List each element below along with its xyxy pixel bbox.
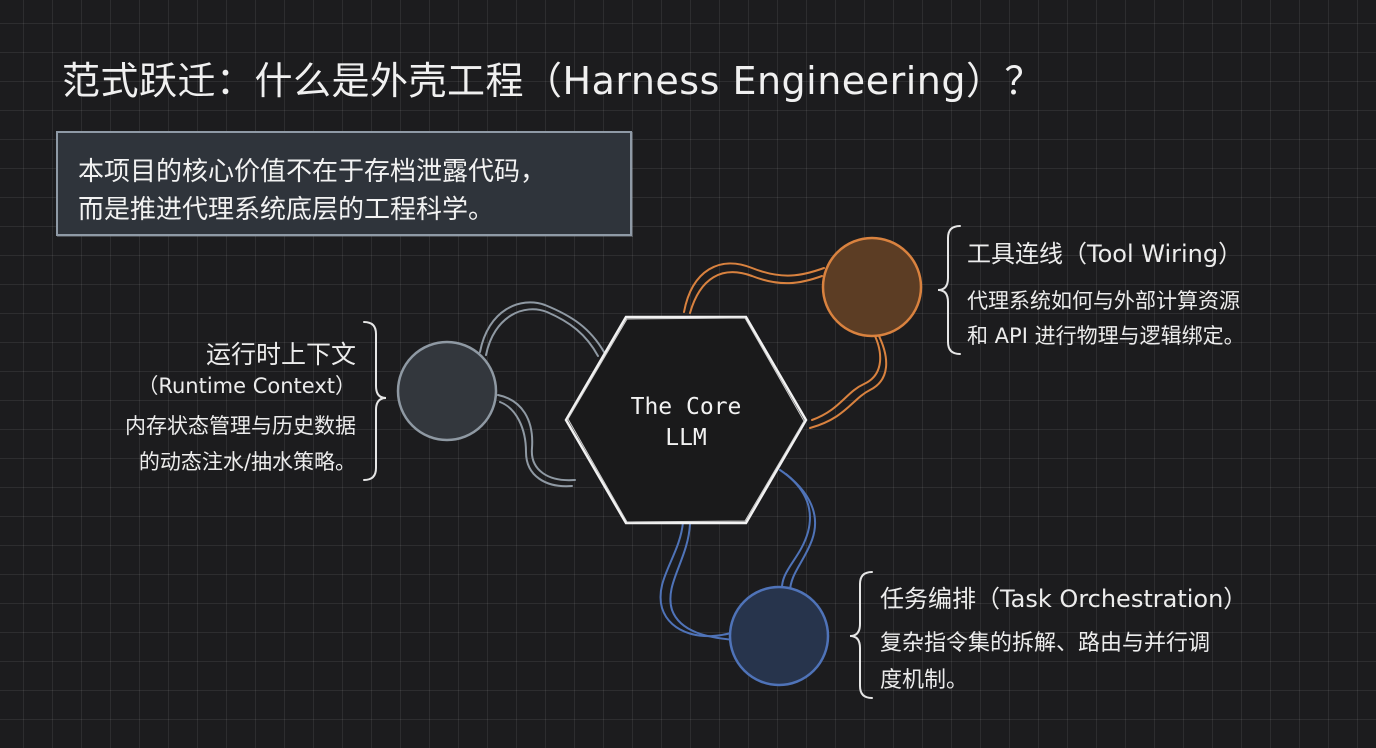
core-hexagon <box>564 315 808 525</box>
callout-box: 本项目的核心价值不在于存档泄露代码， 而是推进代理系统底层的工程科学。 <box>56 131 632 236</box>
runtime-brace <box>363 321 387 481</box>
task-description-line-1: 复杂指令集的拆解、路由与并行调 <box>880 631 1211 656</box>
page-title: 范式跃迁：什么是外壳工程（Harness Engineering）？ <box>62 59 1043 103</box>
core-label-line-1: The Core <box>630 394 742 420</box>
tool-brace <box>937 225 961 355</box>
core-hexagon-outline <box>567 317 805 523</box>
runtime-description-line-2: 的动态注水/抽水策略。 <box>138 450 356 474</box>
task-node <box>728 585 830 687</box>
runtime-subtitle: （Runtime Context） <box>137 374 356 398</box>
tool-heading: 工具连线（Tool Wiring） <box>967 240 1243 268</box>
tool-description-line-1: 代理系统如何与外部计算资源 <box>967 289 1240 313</box>
core-label: The Core LLM <box>566 392 806 454</box>
runtime-connector <box>479 301 605 488</box>
task-description-line-2: 度机制。 <box>880 668 969 693</box>
callout-line-1: 本项目的核心价值不在于存档泄露代码， <box>78 157 547 187</box>
callout-line-2: 而是推进代理系统底层的工程科学。 <box>78 195 495 225</box>
core-label-line-2: LLM <box>665 425 707 451</box>
task-brace <box>849 571 873 699</box>
tool-description-line-2: 和 API 进行物理与逻辑绑定。 <box>967 324 1245 348</box>
tool-connector <box>683 262 888 429</box>
runtime-heading: 运行时上下文 <box>205 340 356 369</box>
task-heading: 任务编排（Task Orchestration） <box>880 585 1248 613</box>
tool-node <box>821 236 923 338</box>
runtime-node <box>396 340 498 442</box>
task-connector <box>659 469 817 641</box>
runtime-description-line-1: 内存状态管理与历史数据 <box>125 414 356 438</box>
